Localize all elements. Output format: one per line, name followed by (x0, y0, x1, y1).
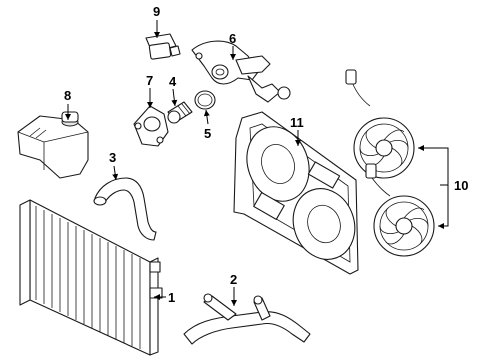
callout-labels: 1 2 3 4 5 6 7 8 9 10 11 (64, 4, 468, 305)
callout-3: 3 (109, 150, 116, 165)
water-outlet-housing (191, 40, 291, 103)
callout-9: 9 (153, 4, 160, 19)
lower-hose-assembly (183, 293, 311, 345)
lower-cooling-fan (365, 163, 435, 257)
callout-10: 10 (454, 178, 468, 193)
o-ring-seal (194, 90, 216, 110)
coolant-reservoir (17, 111, 89, 179)
temperature-sensor (145, 33, 181, 60)
callout-11: 11 (290, 115, 304, 130)
upper-cooling-fan (345, 69, 415, 179)
callout-1: 1 (168, 290, 175, 305)
callout-2: 2 (230, 272, 237, 287)
upper-radiator-hose (93, 177, 157, 241)
thermostat-cover (133, 105, 169, 147)
callout-8: 8 (64, 88, 71, 103)
radiator-fins (35, 206, 141, 349)
callout-4: 4 (169, 74, 177, 89)
fan-shroud (233, 111, 359, 275)
radiator (19, 199, 163, 356)
callout-6: 6 (229, 31, 236, 46)
thermostat (167, 101, 193, 124)
leader-lines (65, 20, 449, 306)
callout-7: 7 (146, 73, 153, 88)
callout-5: 5 (204, 126, 211, 141)
